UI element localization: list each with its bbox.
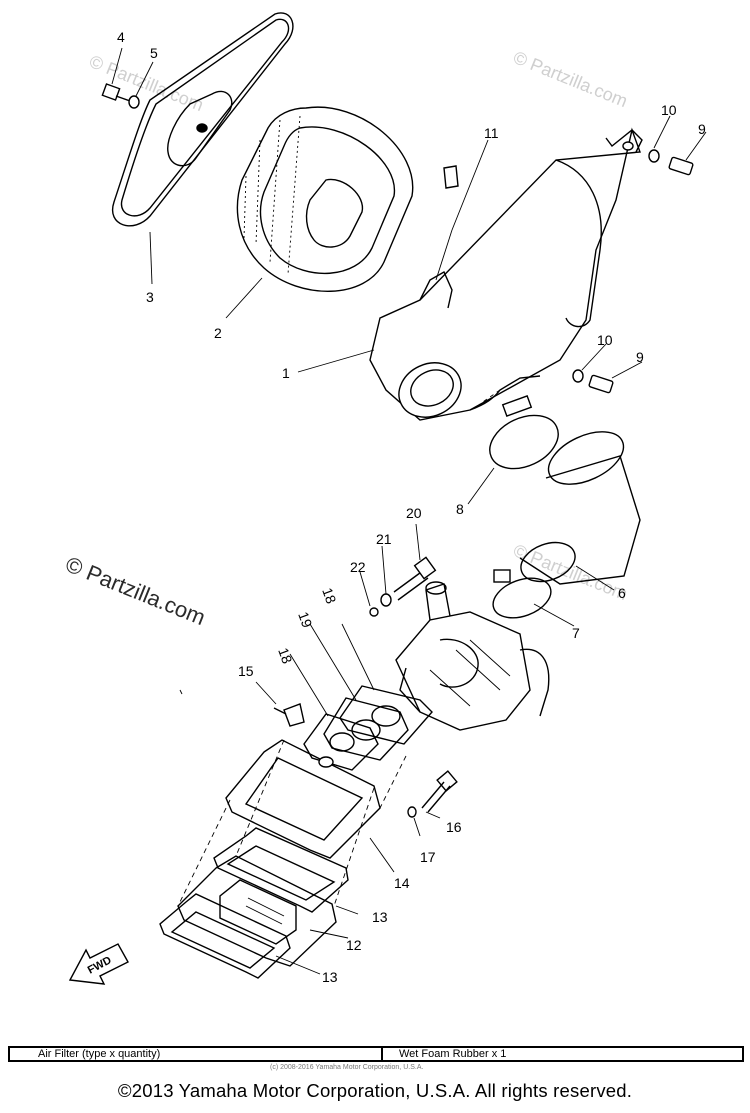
part-11-vent-fitting (435, 139, 489, 281)
callout-18: 18 (319, 586, 339, 606)
callout-18: 18 (275, 646, 295, 666)
callout-leaders (149, 231, 615, 975)
part-8-clamp (489, 395, 559, 470)
callout-labels: 1 2 3 4 5 6 7 8 9 9 10 10 11 12 13 13 14… (117, 29, 706, 985)
part-12-reed-valve (177, 855, 337, 967)
callout-12: 12 (346, 937, 362, 953)
part-2-filter-element (236, 106, 414, 292)
watermark: © Partzilla.com (511, 540, 631, 604)
spec-copyright: (c) 2008-2016 Yamaha Motor Corporation, … (270, 1064, 424, 1071)
spec-value: Wet Foam Rubber x 1 (381, 1048, 742, 1060)
callout-21: 21 (376, 531, 392, 547)
callout-15: 15 (238, 663, 254, 679)
carburetor (395, 581, 550, 731)
part-9-10-screws (572, 115, 707, 394)
part-16-17-bolt (407, 770, 458, 837)
part-1-air-box (369, 127, 643, 421)
part-13-gasket-upper (213, 827, 349, 913)
copyright-footer: ©2013 Yamaha Motor Corporation, U.S.A. A… (117, 1080, 633, 1101)
callout-2: 2 (214, 325, 222, 341)
callout-22: 22 (350, 559, 366, 575)
callout-13: 13 (322, 969, 338, 985)
part-18-19-gaskets (289, 623, 433, 771)
fwd-arrow: FWD (68, 943, 129, 985)
part-3-gasket (111, 12, 294, 227)
part-15-plug (255, 681, 305, 727)
part-20-21-22-bolt (359, 523, 437, 617)
callout-1: 1 (282, 365, 290, 381)
part-14-reed-housing (225, 739, 381, 859)
callout-9: 9 (636, 349, 644, 365)
callout-4: 4 (117, 29, 125, 45)
callout-8: 8 (456, 501, 464, 517)
callout-20: 20 (406, 505, 422, 521)
callout-17: 17 (420, 849, 436, 865)
exploded-parts-diagram: © Partzilla.com © Partzilla.com © Partzi… (62, 12, 707, 985)
callout-5: 5 (150, 45, 158, 61)
callout-3: 3 (146, 289, 154, 305)
callout-13: 13 (372, 909, 388, 925)
assembly-guide-lines (177, 389, 501, 907)
callout-14: 14 (394, 875, 410, 891)
callout-6: 6 (618, 585, 626, 601)
callout-7: 7 (572, 625, 580, 641)
callout-19: 19 (295, 610, 315, 630)
part-4-5-screw-washer (101, 47, 154, 109)
callout-9: 9 (698, 121, 706, 137)
filter-cover-plate (167, 90, 233, 167)
part-13-gasket-lower (159, 893, 291, 979)
spec-table: Air Filter (type x quantity) Wet Foam Ru… (8, 1046, 744, 1062)
callout-10: 10 (661, 102, 677, 118)
callout-16: 16 (446, 819, 462, 835)
part-6-joint-boot (519, 431, 641, 585)
callout-11: 11 (484, 125, 499, 141)
watermark: © Partzilla.com (511, 47, 631, 111)
part-7-clamp (492, 569, 552, 619)
watermark: © Partzilla.com (62, 551, 209, 630)
callout-10: 10 (597, 332, 613, 348)
spec-label: Air Filter (type x quantity) (38, 1048, 161, 1060)
